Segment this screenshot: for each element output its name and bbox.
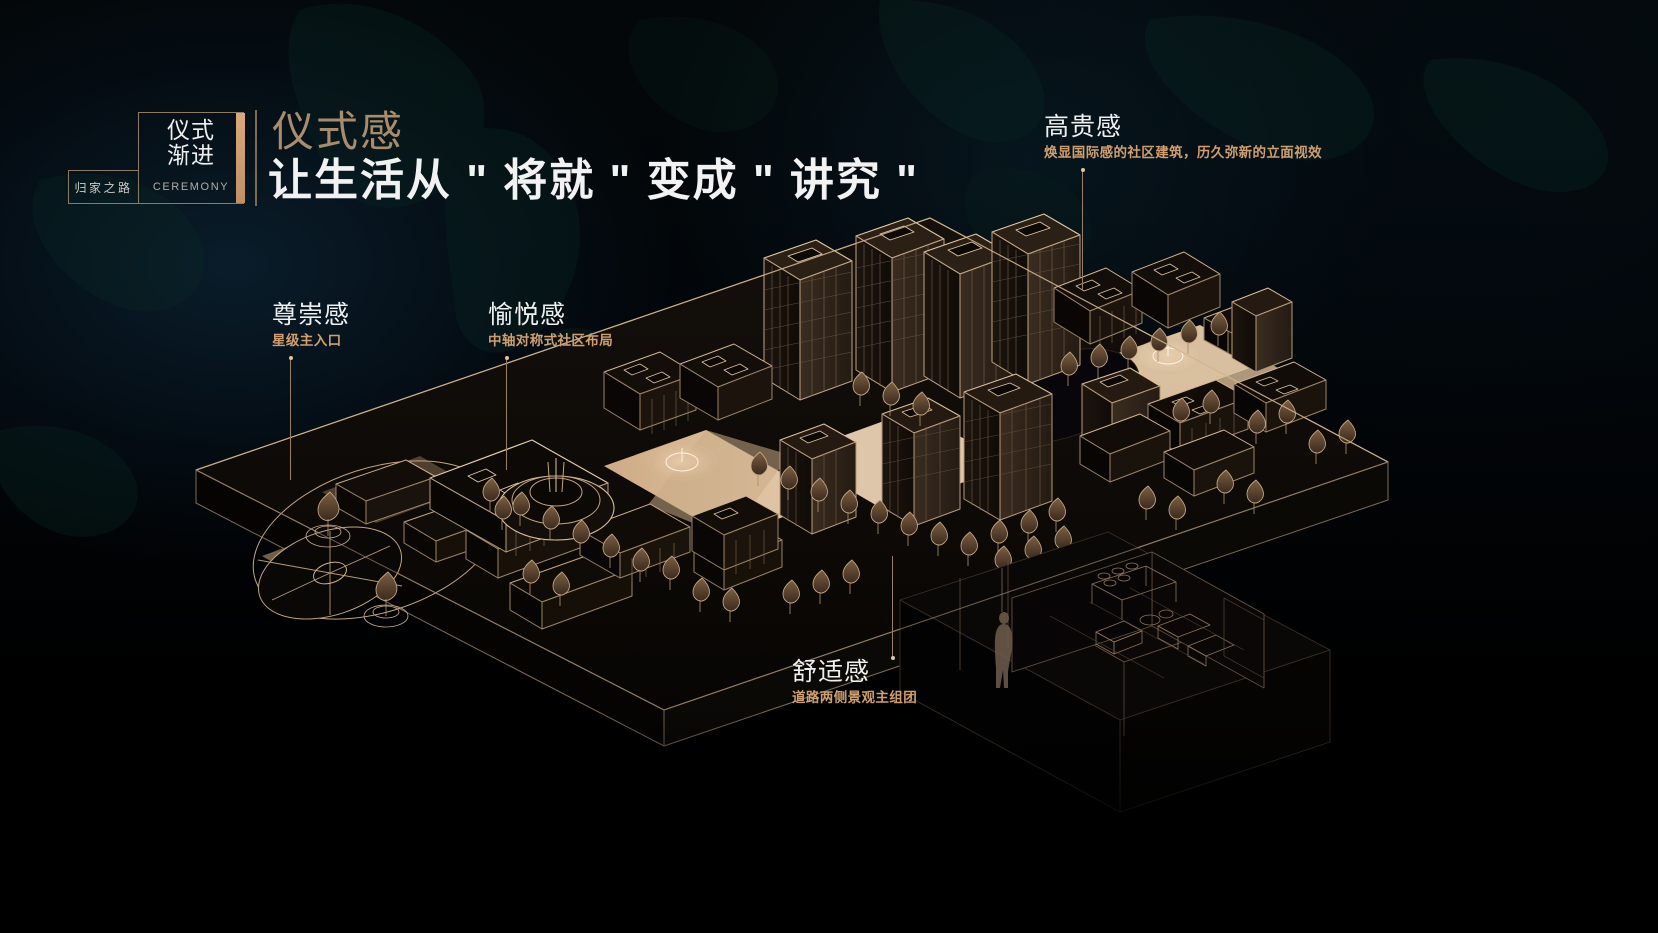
logo-left-frame (68, 170, 139, 204)
leader-line-yuyue (504, 356, 509, 470)
annotation-desc: 星级主入口 (272, 333, 342, 348)
annotation-yuyue: 愉悦感 中轴对称式社区布局 (488, 300, 613, 350)
logo-english-label: CEREMONY (152, 181, 230, 193)
logo-line-2: 渐进 (167, 141, 215, 168)
leader-line-zunchong (288, 356, 293, 480)
logo-line-1: 仪式 (167, 116, 215, 143)
annotation-title: 舒适感 (792, 658, 871, 686)
annotation-title: 尊崇感 (272, 301, 351, 329)
annotation-shushi: 舒适感 道路两侧景观主组团 (792, 657, 917, 707)
bottom-vignette (0, 703, 1658, 933)
logo-tagline: 归家之路 (74, 180, 133, 195)
leader-line-shushi (890, 556, 895, 660)
leader-line-gaogui (1080, 168, 1085, 290)
annotation-gaogui: 高贵感 焕显国际感的社区建筑，历久弥新的立面视效 (1044, 112, 1322, 162)
page-subtitle: 仪式感 (272, 108, 405, 155)
page-title: 让生活从 " 将就 " 变成 " 讲究 " (268, 156, 920, 205)
annotation-desc: 道路两侧景观主组团 (792, 690, 918, 705)
annotation-desc: 焕显国际感的社区建筑，历久弥新的立面视效 (1044, 145, 1322, 160)
annotation-desc: 中轴对称式社区布局 (488, 333, 614, 348)
annotation-zunchong: 尊崇感 星级主入口 (272, 300, 350, 350)
slide-header: 仪式 渐进 归家之路 CEREMONY 仪式感 让生活从 " 将就 " 变成 "… (0, 0, 1658, 230)
annotation-title: 愉悦感 (488, 301, 567, 329)
logo-chinese-text: 仪式 渐进 (138, 116, 244, 169)
ceremony-logo: 仪式 渐进 归家之路 CEREMONY (68, 112, 245, 204)
logo-gold-accent-bar (236, 113, 245, 203)
background-map-texture (0, 0, 1609, 537)
annotation-title: 高贵感 (1044, 113, 1123, 141)
title-divider (255, 110, 257, 206)
